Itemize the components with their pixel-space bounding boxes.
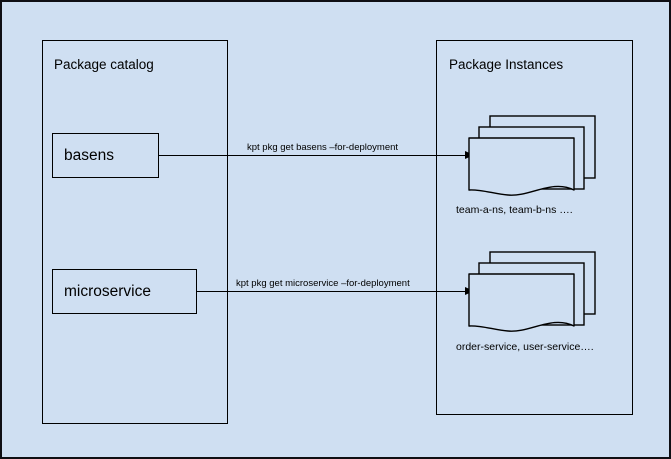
document-stack-service-instances [468,251,596,336]
connector-microservice [197,291,466,292]
package-box-microservice[interactable]: microservice [52,269,197,314]
package-box-microservice-label: microservice [64,282,151,300]
package-box-basens-label: basens [64,146,114,164]
package-box-basens[interactable]: basens [52,133,159,178]
panel-package-catalog-title: Package catalog [54,57,154,72]
stack-caption-service-instances: order-service, user-service…. [456,341,594,353]
panel-package-instances-title: Package Instances [449,57,564,72]
panel-package-instances [436,40,633,415]
stack-caption-namespace-instances: team-a-ns, team-b-ns …. [456,204,573,216]
edge-label-basens: kpt pkg get basens –for-deployment [247,142,399,153]
panel-package-catalog [42,40,228,424]
edge-label-microservice: kpt pkg get microservice –for-deployment [236,278,410,289]
document-stack-namespace-instances [468,115,596,200]
connector-basens [159,155,466,156]
